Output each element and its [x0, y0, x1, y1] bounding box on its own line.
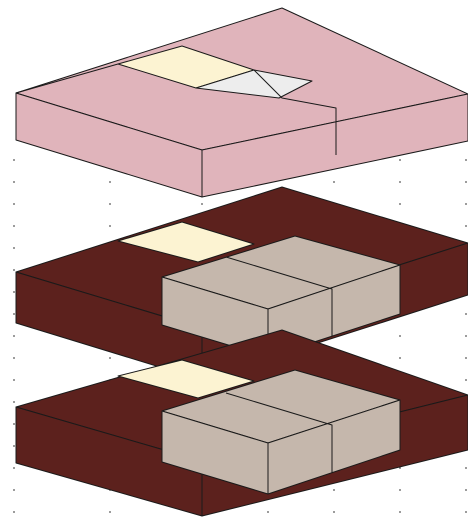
guide-dot [13, 291, 15, 293]
top-layer-gray-block [195, 69, 313, 99]
guide-dot [399, 489, 401, 491]
guide-dot [399, 467, 401, 469]
guide-dot [109, 511, 111, 513]
guide-dot [13, 335, 15, 337]
guide-dot [465, 181, 467, 183]
guide-dot [109, 357, 111, 359]
guide-dot [109, 203, 111, 205]
guide-dot [13, 423, 15, 425]
guide-dot [333, 181, 335, 183]
bottom-layer [15, 329, 468, 517]
guide-dot [399, 357, 401, 359]
guide-dot [399, 181, 401, 183]
guide-dot [465, 379, 467, 381]
guide-dot [109, 181, 111, 183]
guide-dot [465, 225, 467, 227]
bottom-layer-cream-block [117, 359, 255, 399]
guide-dot [201, 203, 203, 205]
top-layer-divider [253, 69, 337, 155]
guide-dot [13, 467, 15, 469]
guide-dot [333, 489, 335, 491]
guide-dot [13, 203, 15, 205]
guide-dot [465, 159, 467, 161]
guide-dot [333, 511, 335, 513]
guide-dot [13, 379, 15, 381]
guide-dot [13, 181, 15, 183]
guide-dot [465, 203, 467, 205]
guide-dot [13, 511, 15, 513]
guide-dot [13, 247, 15, 249]
guide-dot [465, 357, 467, 359]
guide-dot [465, 313, 467, 315]
guide-dot [399, 335, 401, 337]
top-layer-side-face [201, 93, 468, 198]
guide-dot [465, 335, 467, 337]
guide-dot [13, 401, 15, 403]
guide-dot [13, 159, 15, 161]
guide-dot [399, 159, 401, 161]
guide-dot [267, 511, 269, 513]
guide-dot [465, 511, 467, 513]
guide-dot [399, 511, 401, 513]
guide-dot [13, 357, 15, 359]
guide-dot [465, 467, 467, 469]
guide-dot [13, 445, 15, 447]
bottom-layer-taupe-left [161, 410, 269, 495]
top-layer [15, 7, 468, 198]
guide-dot [13, 225, 15, 227]
guide-dot [13, 269, 15, 271]
guide-dot [109, 225, 111, 227]
guide-dot [465, 489, 467, 491]
middle-layer-cream-block [117, 221, 255, 263]
guide-dot [399, 203, 401, 205]
guide-dot [13, 313, 15, 315]
guide-dot [13, 489, 15, 491]
